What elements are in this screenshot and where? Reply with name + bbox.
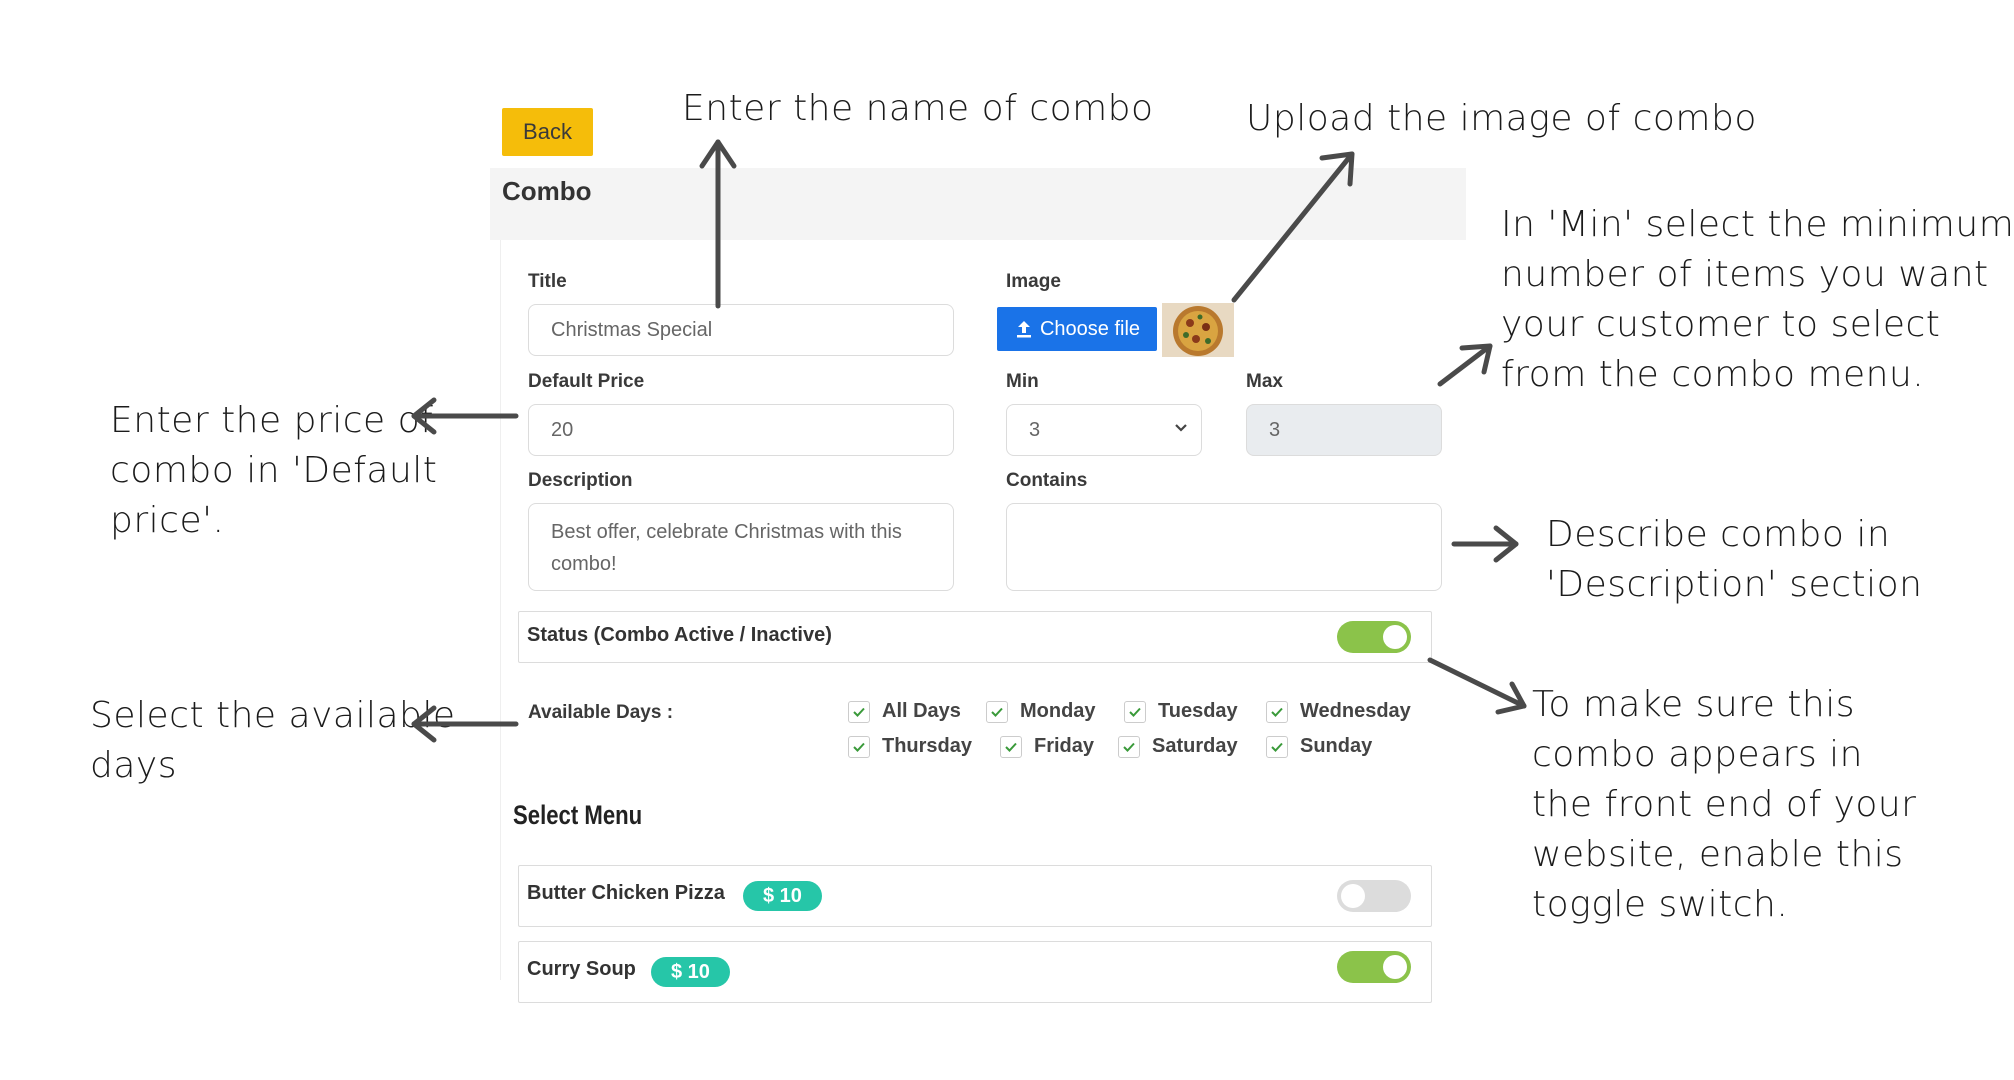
day-label: Thursday	[882, 735, 973, 757]
default-price-input[interactable]: 20	[528, 404, 954, 456]
day-label: Tuesday	[1158, 700, 1238, 722]
annotation-line: Upload the image of combo	[1246, 98, 1757, 139]
check-icon	[848, 700, 870, 723]
description-label: Description	[528, 470, 633, 491]
annotation-line: To make sure this	[1532, 684, 1855, 725]
menu-item-price-badge: $ 10	[651, 957, 730, 987]
panel-header	[490, 168, 1466, 240]
annotation-line: Select the available	[90, 695, 456, 736]
min-label: Min	[1006, 371, 1039, 392]
check-icon	[1124, 700, 1146, 723]
menu-item-toggle[interactable]	[1337, 951, 1411, 983]
annotation-line: the front end of your	[1532, 784, 1917, 825]
annotation-min-select: In 'Min' select the minimum number of it…	[1501, 200, 2014, 400]
description-textarea[interactable]: Best offer, celebrate Christmas with thi…	[528, 503, 954, 591]
available-days-label: Available Days :	[528, 702, 674, 723]
annotation-description: Describe combo in 'Description' section	[1546, 510, 1922, 610]
annotation-available-days: Select the available days	[90, 691, 456, 791]
annotation-line: Describe combo in	[1546, 514, 1891, 555]
choose-file-button[interactable]: Choose file	[997, 307, 1157, 351]
status-row: Status (Combo Active / Inactive)	[518, 611, 1432, 663]
day-sunday[interactable]: Sunday	[1266, 735, 1372, 758]
day-friday[interactable]: Friday	[1000, 735, 1094, 758]
annotation-status-toggle: To make sure this combo appears in the f…	[1532, 680, 1916, 930]
annotation-line: from the combo menu.	[1501, 354, 1925, 395]
combo-image-thumbnail	[1162, 303, 1234, 357]
annotation-line: price'.	[110, 500, 225, 541]
annotation-name-of-combo: Enter the name of combo	[682, 84, 1154, 134]
day-wednesday[interactable]: Wednesday	[1266, 700, 1411, 723]
check-icon	[986, 700, 1008, 723]
image-label: Image	[1006, 271, 1061, 292]
check-icon	[1000, 735, 1022, 758]
choose-file-label: Choose file	[1039, 317, 1141, 340]
contains-label: Contains	[1006, 470, 1088, 491]
status-label: Status (Combo Active / Inactive)	[527, 624, 832, 646]
annotation-line: toggle switch.	[1532, 884, 1789, 925]
annotation-line: Enter the name of combo	[682, 88, 1154, 129]
day-tuesday[interactable]: Tuesday	[1124, 700, 1238, 723]
annotation-line: In 'Min' select the minimum	[1501, 204, 2014, 245]
check-icon	[1118, 735, 1140, 758]
menu-item-name: Curry Soup	[527, 958, 636, 980]
menu-item-name: Butter Chicken Pizza	[527, 882, 725, 904]
chevron-down-icon	[1175, 424, 1187, 432]
day-label: All Days	[882, 700, 961, 722]
min-select[interactable]: 3	[1006, 404, 1202, 456]
day-label: Sunday	[1300, 735, 1373, 757]
day-monday[interactable]: Monday	[986, 700, 1096, 723]
back-button[interactable]: Back	[502, 108, 593, 156]
day-label: Saturday	[1152, 735, 1238, 757]
check-icon	[1266, 735, 1288, 758]
status-toggle[interactable]	[1337, 621, 1411, 653]
annotation-line: Enter the price of	[110, 400, 434, 441]
toggle-knob	[1383, 625, 1407, 649]
annotation-line: combo in 'Default	[110, 450, 438, 491]
annotation-upload-image: Upload the image of combo	[1246, 94, 1757, 144]
annotation-line: website, enable this	[1532, 834, 1904, 875]
select-menu-heading: Select Menu	[513, 800, 643, 830]
day-saturday[interactable]: Saturday	[1118, 735, 1238, 758]
default-price-label: Default Price	[528, 371, 645, 392]
menu-item-row: Butter Chicken Pizza $ 10	[518, 865, 1432, 927]
annotation-line: 'Description' section	[1546, 564, 1923, 605]
day-label: Friday	[1034, 735, 1095, 757]
annotation-line: combo appears in	[1532, 734, 1863, 775]
menu-item-toggle[interactable]	[1337, 880, 1411, 912]
combo-form-screenshot: Back Combo Title Christmas Special Image…	[490, 100, 1470, 1003]
toggle-knob	[1383, 955, 1407, 979]
annotation-default-price: Enter the price of combo in 'Default pri…	[110, 396, 437, 546]
menu-item-row: Curry Soup $ 10	[518, 941, 1432, 1003]
contains-textarea[interactable]	[1006, 503, 1442, 591]
form-card	[500, 240, 1461, 980]
menu-item-price-badge: $ 10	[743, 881, 822, 911]
title-label: Title	[528, 271, 567, 292]
check-icon	[848, 735, 870, 758]
annotation-line: days	[90, 745, 177, 786]
annotation-line: your customer to select	[1501, 304, 1941, 345]
max-input: 3	[1246, 404, 1442, 456]
annotation-line: number of items you want	[1501, 254, 1989, 295]
toggle-knob	[1341, 884, 1365, 908]
panel-title: Combo	[502, 176, 592, 206]
check-icon	[1266, 700, 1288, 723]
upload-icon	[1016, 321, 1031, 338]
min-select-value: 3	[1029, 418, 1041, 441]
title-input[interactable]: Christmas Special	[528, 304, 954, 356]
day-thursday[interactable]: Thursday	[848, 735, 972, 758]
day-label: Wednesday	[1300, 700, 1411, 722]
max-label: Max	[1246, 371, 1283, 392]
day-all-days[interactable]: All Days	[848, 700, 961, 723]
day-label: Monday	[1020, 700, 1096, 722]
